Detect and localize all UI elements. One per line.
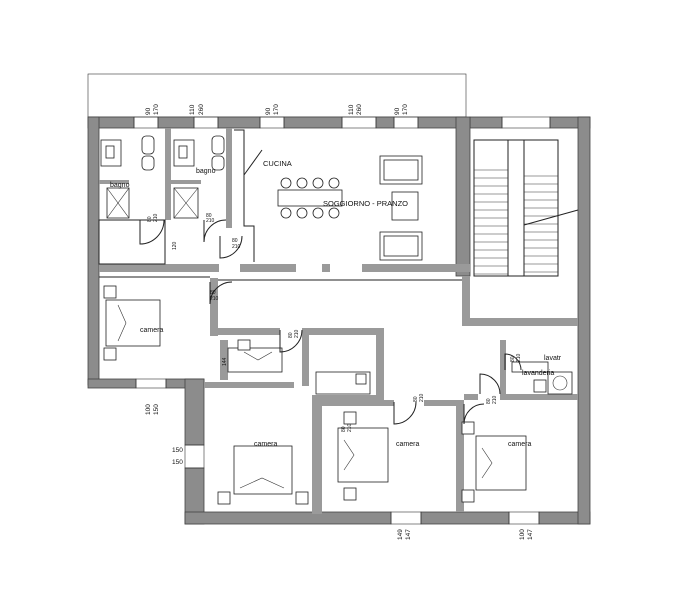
inner-walls <box>98 128 578 514</box>
room-label-camera-4: camera <box>508 441 531 448</box>
svg-text:210: 210 <box>492 395 498 404</box>
room-label-camera-1: camera <box>140 327 163 334</box>
door-dimensions: 80 210 80 210 80 210 80 210 80 210 80 21… <box>147 213 522 432</box>
bed-camera-corridor <box>315 371 371 395</box>
svg-text:170: 170 <box>402 104 409 115</box>
svg-text:100: 100 <box>145 404 152 415</box>
room-label-camera-3: camera <box>396 441 419 448</box>
svg-text:90: 90 <box>265 107 272 115</box>
kitchen-counter <box>234 129 263 262</box>
svg-text:150: 150 <box>172 447 183 454</box>
svg-text:210: 210 <box>419 393 425 402</box>
outer-walls <box>87 116 591 525</box>
svg-text:210: 210 <box>206 218 215 224</box>
dimensions-side: 100 150 150 150 149 147 100 147 <box>145 404 534 540</box>
svg-text:170: 170 <box>273 104 280 115</box>
svg-text:90: 90 <box>145 107 152 115</box>
svg-text:210: 210 <box>516 353 522 362</box>
svg-text:90: 90 <box>394 107 401 115</box>
chair <box>296 177 308 189</box>
room-label-bagno-1: bagno <box>110 182 130 189</box>
bed-camera-2 <box>217 445 309 505</box>
room-label-soggiorno: SOGGIORNO - PRANZO <box>323 199 408 208</box>
svg-text:110: 110 <box>189 104 196 115</box>
room-label-lavatrice: lavatr <box>544 355 562 362</box>
svg-text:80: 80 <box>206 213 212 219</box>
svg-text:80: 80 <box>232 238 238 244</box>
svg-text:147: 147 <box>405 529 412 540</box>
dining-table <box>277 177 343 219</box>
bed-camera-1 <box>103 285 161 361</box>
laundry-fixtures <box>511 361 573 395</box>
coffee-table <box>391 191 419 221</box>
svg-text:120: 120 <box>172 241 178 250</box>
staircase <box>473 139 579 277</box>
dimensions-top: 90 170 110 260 90 170 110 260 90 170 <box>145 104 409 115</box>
room-label-cucina: CUCINA <box>263 159 292 168</box>
doors <box>139 219 522 425</box>
svg-text:260: 260 <box>356 104 363 115</box>
svg-text:210: 210 <box>153 213 159 222</box>
bathroom-fixtures <box>100 135 225 219</box>
svg-text:210: 210 <box>210 296 219 302</box>
svg-text:80: 80 <box>147 216 153 222</box>
sofa-bottom <box>379 231 423 261</box>
chair <box>280 207 292 219</box>
svg-text:80: 80 <box>341 426 347 432</box>
window-frames <box>133 116 551 525</box>
chair <box>280 177 292 189</box>
svg-text:210: 210 <box>347 423 353 432</box>
sofa-top <box>379 155 423 185</box>
svg-text:100: 100 <box>519 529 526 540</box>
bed-camera-4 <box>461 421 527 503</box>
chair <box>328 177 340 189</box>
bed-camera-3 <box>337 411 389 501</box>
room-label-bagno-2: bagno <box>196 168 216 175</box>
svg-text:170: 170 <box>153 104 160 115</box>
svg-text:80: 80 <box>510 356 516 362</box>
svg-text:150: 150 <box>153 404 160 415</box>
svg-text:80: 80 <box>413 396 419 402</box>
svg-text:80: 80 <box>288 332 294 338</box>
svg-text:80: 80 <box>486 398 492 404</box>
svg-text:147: 147 <box>527 529 534 540</box>
svg-text:260: 260 <box>198 104 205 115</box>
svg-text:210: 210 <box>232 244 241 250</box>
room-label-camera-2: camera <box>254 441 277 448</box>
svg-text:144: 144 <box>222 357 228 366</box>
chair <box>312 207 324 219</box>
svg-text:210: 210 <box>294 329 300 338</box>
chair <box>312 177 324 189</box>
svg-text:80: 80 <box>210 290 216 296</box>
chair <box>328 207 340 219</box>
svg-text:149: 149 <box>397 529 404 540</box>
svg-text:150: 150 <box>172 459 183 466</box>
svg-text:110: 110 <box>348 104 355 115</box>
chair <box>296 207 308 219</box>
room-label-lavanderia: lavanderia <box>522 370 554 377</box>
bed-camera-small <box>227 339 283 373</box>
